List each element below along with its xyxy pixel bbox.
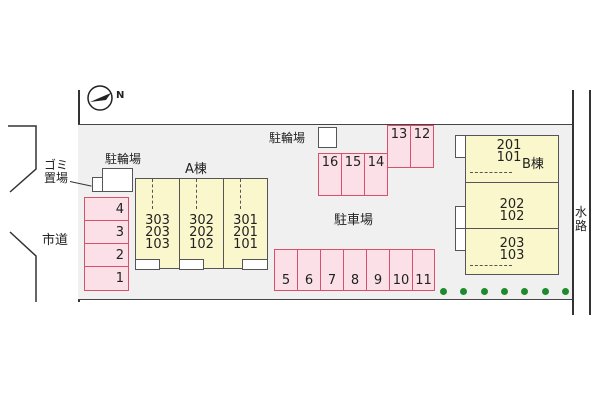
bike-parking-b-label: 駐輪場 <box>269 131 306 145</box>
parking-space-2: 2 <box>84 243 129 267</box>
room-number: 103 <box>145 237 170 252</box>
partition <box>232 179 241 209</box>
tree-icon <box>542 288 549 295</box>
tree-icon <box>501 288 508 295</box>
city-road-label: 市道 <box>42 233 69 248</box>
parking-number: 10 <box>392 273 410 288</box>
parking-number: 14 <box>367 155 385 170</box>
room-number: 302 <box>189 213 214 228</box>
parking-number: 15 <box>344 155 362 170</box>
room-number: 103 <box>499 248 525 263</box>
north-compass-icon <box>87 85 113 111</box>
parking-number: 3 <box>115 224 124 240</box>
a-balcony <box>135 259 160 270</box>
parking-number: 13 <box>390 127 408 142</box>
a-balcony <box>179 259 204 270</box>
parking-number: 8 <box>350 273 360 288</box>
room-number: 303 <box>145 213 170 228</box>
bike-parking-a-label: 駐輪場 <box>105 152 142 166</box>
bike-parking-a <box>102 168 133 192</box>
parking-space-11: 11 <box>412 249 435 291</box>
parking-number: 5 <box>281 273 291 288</box>
room-number: 203 <box>145 225 170 240</box>
partition <box>188 179 197 209</box>
garbage-label-1: ゴミ <box>44 158 69 172</box>
parking-number: 2 <box>115 247 124 263</box>
waterway-edge <box>589 90 591 315</box>
parking-space-13: 13 <box>387 125 411 168</box>
parking-number: 12 <box>413 127 431 142</box>
parking-space-7: 7 <box>320 249 344 291</box>
parking-space-14: 14 <box>364 153 388 196</box>
parking-space-12: 12 <box>410 125 434 168</box>
parking-number: 11 <box>415 273 432 288</box>
compass-north-label: N <box>116 90 125 101</box>
tree-icon <box>481 288 488 295</box>
parking-number: 16 <box>321 155 339 170</box>
room-number: 201 <box>496 138 522 153</box>
room-number: 202 <box>499 197 525 212</box>
partition <box>144 179 153 209</box>
partition <box>470 172 512 174</box>
room-number: 203 <box>499 236 525 251</box>
parking-space-6: 6 <box>297 249 321 291</box>
garbage-label-2: 置場 <box>44 171 69 185</box>
building-a-label: A棟 <box>185 162 207 177</box>
parking-number: 6 <box>304 273 314 288</box>
room-number: 202 <box>189 225 214 240</box>
site-right-boundary <box>572 90 574 315</box>
parking-space-1: 1 <box>84 266 129 291</box>
room-number: 101 <box>233 237 258 252</box>
room-number: 102 <box>499 209 525 224</box>
room-number: 301 <box>233 213 258 228</box>
parking-number: 7 <box>327 273 337 288</box>
parking-space-9: 9 <box>366 249 390 291</box>
room-number: 102 <box>189 237 214 252</box>
a-balcony <box>242 259 268 270</box>
parking-space-15: 15 <box>341 153 365 196</box>
tree-icon <box>440 288 447 295</box>
partition <box>470 265 512 267</box>
tree-icon <box>460 288 467 295</box>
room-number: 201 <box>233 225 258 240</box>
parking-number: 9 <box>373 273 383 288</box>
building-b-label: B棟 <box>522 157 544 172</box>
room-number: 101 <box>496 150 522 165</box>
waterway-label-2: 路 <box>575 219 588 233</box>
parking-lot-label: 駐車場 <box>334 213 374 228</box>
parking-space-4: 4 <box>84 197 129 221</box>
parking-space-3: 3 <box>84 220 129 244</box>
parking-number: 1 <box>115 271 124 286</box>
parking-space-16: 16 <box>318 153 342 196</box>
parking-space-8: 8 <box>343 249 367 291</box>
waterway-label-1: 水 <box>575 205 588 219</box>
parking-number: 4 <box>115 201 124 217</box>
tree-icon <box>562 288 569 295</box>
road-markings <box>8 125 37 302</box>
tree-icon <box>521 288 528 295</box>
parking-space-5: 5 <box>274 249 298 291</box>
parking-space-10: 10 <box>389 249 413 291</box>
bike-parking-b <box>318 127 337 148</box>
